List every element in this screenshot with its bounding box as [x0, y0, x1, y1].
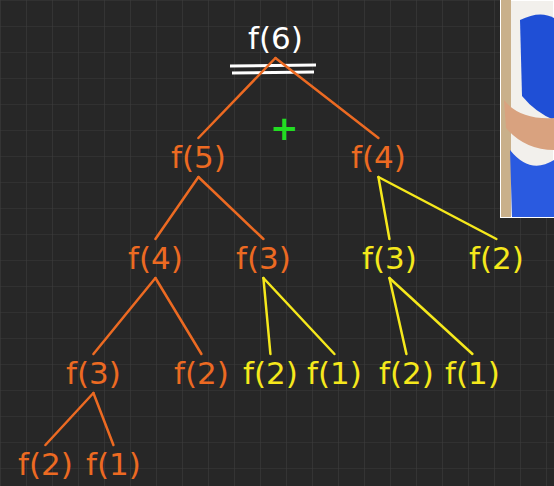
tree-branch: [93, 393, 113, 445]
call-node: f(1): [443, 356, 502, 390]
tree-branch: [389, 278, 406, 354]
call-node: f(1): [84, 447, 143, 481]
call-label: f(2): [174, 356, 229, 390]
call-node: f(3): [64, 356, 123, 390]
call-label: f(2): [243, 356, 298, 390]
tree-branch: [198, 58, 275, 138]
tree-branch: [155, 177, 198, 239]
call-label: f(4): [128, 241, 183, 275]
call-node: f(4): [349, 140, 408, 174]
operator-label: +: [270, 111, 299, 145]
call-node: f(2): [467, 241, 526, 275]
call-node: f(4): [126, 241, 185, 275]
call-node: f(6): [246, 21, 305, 55]
call-node: f(1): [305, 356, 364, 390]
tree-branch: [263, 278, 334, 354]
call-node: f(2): [377, 356, 436, 390]
call-label: f(3): [236, 241, 291, 275]
call-node: f(2): [241, 356, 300, 390]
call-label: f(2): [18, 447, 73, 481]
tree-branch: [93, 278, 155, 354]
call-node: f(2): [172, 356, 231, 390]
tree-branch: [378, 177, 389, 239]
call-label: f(1): [307, 356, 362, 390]
call-label: f(1): [86, 447, 141, 481]
call-label: f(3): [66, 356, 121, 390]
tree-branch: [389, 278, 472, 354]
call-node: f(3): [234, 241, 293, 275]
tree-branch: [378, 177, 496, 239]
call-label: f(5): [171, 140, 226, 174]
tree-branch: [263, 278, 270, 354]
call-label: f(1): [445, 356, 500, 390]
call-label: f(2): [469, 241, 524, 275]
tree-branch: [45, 393, 93, 445]
call-node: f(3): [360, 241, 419, 275]
call-label: f(4): [351, 140, 406, 174]
presenter-photo: [501, 0, 554, 217]
call-label: f(2): [379, 356, 434, 390]
title-underline: [230, 65, 316, 73]
call-node: f(2): [16, 447, 75, 481]
call-label: f(3): [362, 241, 417, 275]
tree-branch: [198, 177, 263, 239]
call-label: f(6): [248, 21, 303, 55]
tree-branch: [155, 278, 201, 354]
call-node: f(5): [169, 140, 228, 174]
